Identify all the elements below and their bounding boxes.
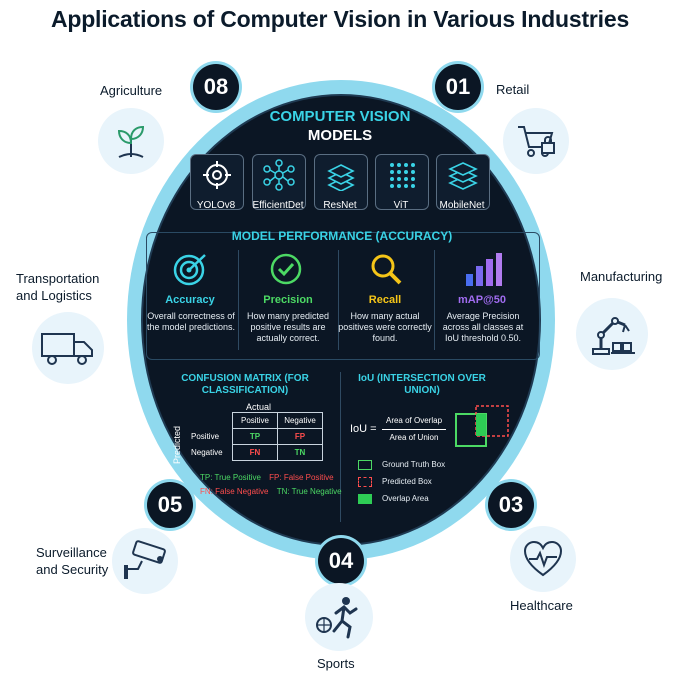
legend-swatch-overlap [358,494,372,504]
legend-row: TP: True Positive FP: False Positive [200,473,334,482]
badge-03: 03 [488,482,534,528]
grid-dots-icon [390,163,415,188]
cart-icon [503,108,569,174]
fraction-line [382,429,446,430]
legend-swatch-gt [358,460,372,470]
check-circle-icon [269,252,303,291]
industry-label-surveillance: Surveillance and Security [36,545,109,577]
metric-desc: How many predicted positive results are … [246,311,330,343]
predicted-label: Predicted [172,425,182,465]
sports-icon [305,583,373,651]
magnifier-icon [369,252,403,291]
industry-label-retail: Retail [496,82,530,97]
legend-overlap: Overlap Area [382,494,429,503]
legend-pred: Predicted Box [382,477,432,486]
performance-panel [146,232,540,360]
industry-label-agriculture: Agriculture [100,83,163,98]
model-card-mobilenet [436,154,490,210]
cell-tn: TN [277,444,323,461]
row-header: Positive [191,432,220,441]
divider [340,372,341,522]
network-icon [263,159,295,191]
metric-desc: Overall correctness of the model predict… [146,311,236,332]
metric-desc: Average Precision across all classes at … [442,311,524,343]
performance-title: MODEL PERFORMANCE (ACCURACY) [231,229,453,243]
iou-title: IoU (INTERSECTION OVER UNION) [358,373,486,396]
robot-arm-icon [576,298,648,370]
model-name: YOLOv8 [196,200,236,211]
legend-tp: TP: True Positive [200,473,261,482]
cell-tp: TP [232,428,278,445]
industry-label-sports: Sports [317,656,355,671]
camera-icon [112,528,178,594]
model-name: ResNet [323,200,357,211]
industry-label-manufacturing: Manufacturing [580,269,663,284]
models-title: COMPUTER VISION [269,108,411,125]
model-card-yolov8 [190,154,244,210]
model-name: EfficientDet [252,200,304,211]
model-card-vit [375,154,429,210]
iou-lhs: IoU = [350,423,377,435]
metric-name: mAP@50 [457,294,507,306]
industry-label-healthcare: Healthcare [510,598,573,613]
metric-name: Recall [368,294,402,306]
page-title: Applications of Computer Vision in Vario… [50,6,630,32]
metric-name: Precision [263,294,313,306]
layers-icon [327,164,355,192]
model-name: ViT [393,200,409,211]
actual-label: Actual [246,402,272,412]
row-header: Negative [191,448,223,457]
legend-row: FN: False Negative TN: True Negative [200,487,342,496]
target-icon [203,161,231,189]
model-card-resnet [314,154,368,210]
legend-fn: FN: False Negative [200,487,269,496]
confusion-matrix: Positive Negative Positive TP FP Negativ… [188,412,323,461]
cell-fn: FN [232,444,278,461]
cell-fp: FP [277,428,323,445]
models-subtitle: MODELS [307,127,373,144]
badge-08: 08 [193,64,239,110]
confusion-matrix-title: CONFUSION MATRIX (FOR CLASSIFICATION) [181,373,309,396]
stack-icon [448,162,478,190]
badge-01: 01 [435,64,481,110]
divider [238,250,239,350]
divider [434,250,435,350]
divider [338,250,339,350]
metric-name: Accuracy [165,294,215,306]
truck-icon [32,312,104,384]
plant-icon [98,108,164,174]
target-arrow-icon [172,252,210,291]
model-name: MobileNet [439,200,485,211]
bar-chart-icon [463,250,503,293]
industry-label-transportation: Transportation and Logistics [16,271,100,303]
heart-pulse-icon [510,526,576,592]
badge-04: 04 [318,538,364,584]
legend-fp: FP: False Positive [269,473,334,482]
legend-gt: Ground Truth Box [382,460,446,469]
legend-tn: TN: True Negative [276,487,342,496]
iou-numerator: Area of Overlap [385,416,443,425]
col-header: Negative [277,412,323,429]
iou-denominator: Area of Union [389,433,439,442]
legend-swatch-pred [358,477,372,487]
iou-boxes-illustration [452,404,514,453]
metric-desc: How many actual positives were correctly… [338,311,432,343]
badge-05: 05 [147,482,193,528]
col-header: Positive [232,412,278,429]
model-card-efficientdet [252,154,306,210]
